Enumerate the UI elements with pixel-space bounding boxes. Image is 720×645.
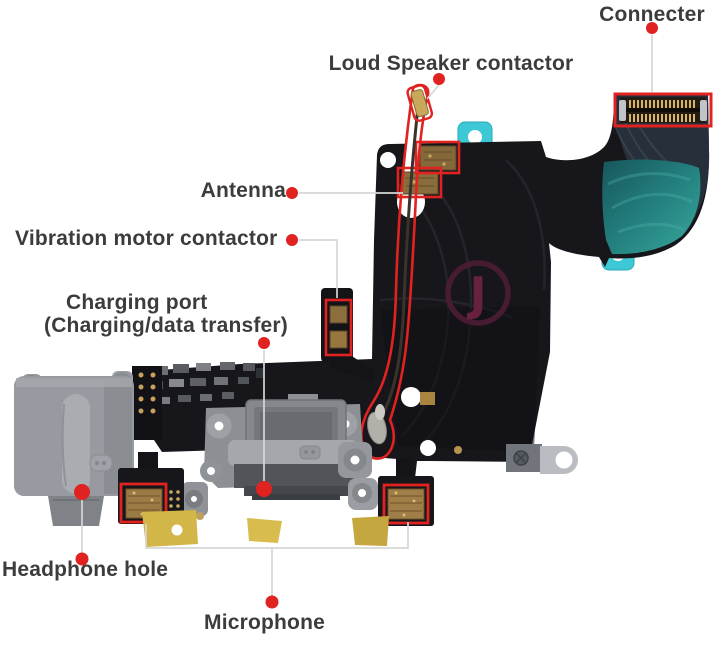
j-logo: J (445, 260, 511, 326)
label-charging-port-line1: Charging port (66, 291, 208, 314)
antenna-highlight-box (396, 166, 443, 199)
headphone-jack (14, 366, 162, 526)
wire-gold-tip (406, 84, 434, 122)
speaker-wire-trace (360, 83, 434, 460)
label-headphone-hole: Headphone hole (2, 558, 169, 581)
mic-contacts (169, 490, 180, 508)
j-logo-letter: J (466, 267, 486, 321)
wire (373, 96, 421, 440)
port-screw-hole (206, 413, 232, 439)
kapton-tabs (142, 510, 389, 547)
j-logo-ring (445, 260, 511, 326)
jack-ridge (62, 394, 90, 494)
solder-joint (367, 411, 387, 445)
gold-pad-dot (454, 446, 462, 454)
charging-port (200, 394, 364, 500)
bracket-hole (343, 448, 367, 472)
mic-highlight-box (382, 483, 430, 525)
bracket-hole (185, 490, 203, 508)
label-microphone: Microphone (204, 611, 325, 634)
connector-highlight-box (613, 92, 713, 128)
label-vibration-motor-contactor: Vibration motor contactor (15, 227, 278, 250)
side-brackets (182, 442, 378, 520)
mic-body (387, 488, 425, 520)
label-connecter: Connecter (599, 3, 705, 26)
antenna-highlight-box (414, 140, 461, 175)
connector-board (613, 92, 713, 128)
microphone-right (378, 458, 434, 526)
label-charging-port-line2: (Charging/data transfer) (44, 314, 288, 337)
bracket-hole (352, 483, 372, 503)
jack-contacts (138, 372, 156, 414)
vibration-motor-contactor (321, 288, 374, 382)
jack-barrel (48, 496, 104, 526)
port-screw-hole (200, 460, 222, 482)
connector-pins (629, 114, 695, 122)
tab-hole (468, 130, 482, 144)
teal-patch (602, 159, 701, 255)
connector-pins (629, 100, 695, 108)
label-loud-speaker-contactor: Loud Speaker contactor (328, 52, 574, 75)
tab-hole (171, 524, 183, 536)
label-antenna: Antenna (200, 179, 286, 202)
bracket-hole (555, 451, 573, 469)
vibration-highlight-box (324, 298, 353, 357)
corner-bracket (506, 444, 578, 475)
gold-bracket (420, 392, 435, 405)
leader-lines (81, 35, 653, 596)
marker-dots (74, 22, 658, 609)
